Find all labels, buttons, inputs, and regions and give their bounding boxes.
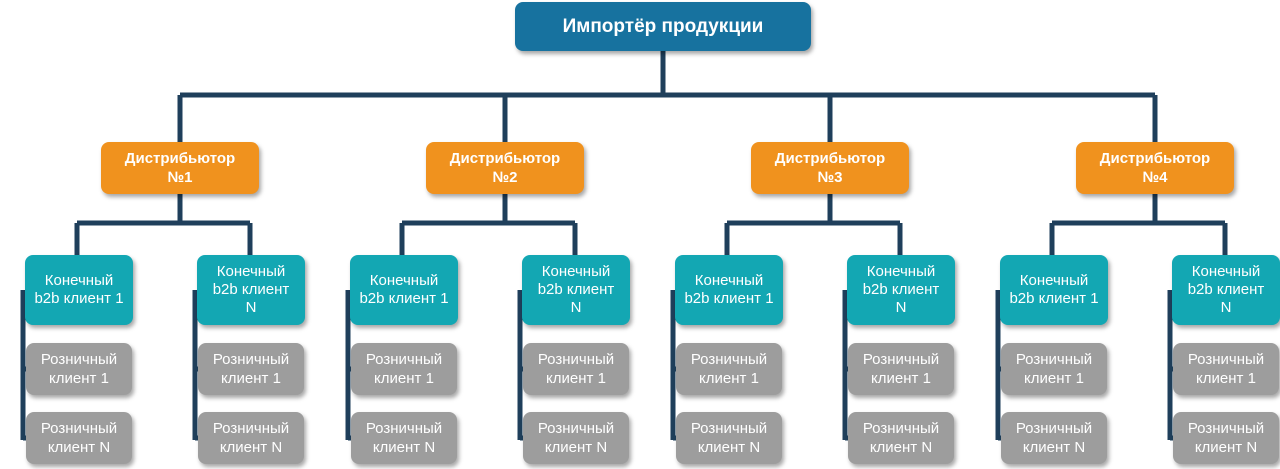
retail-client-node: Розничный клиент N [198, 412, 304, 464]
retail-client-node: Розничный клиент 1 [1173, 343, 1279, 395]
retail-client-node: Розничный клиент N [1173, 412, 1279, 464]
retail-client-node: Розничный клиент 1 [26, 343, 132, 395]
retail-client-node: Розничный клиент N [26, 412, 132, 464]
b2b-client-node: Конечный b2b клиент 1 [1000, 255, 1108, 325]
retail-client-node: Розничный клиент 1 [848, 343, 954, 395]
root-node-importer: Импортёр продукции [515, 2, 811, 51]
retail-client-node: Розничный клиент N [676, 412, 782, 464]
retail-client-node: Розничный клиент N [523, 412, 629, 464]
b2b-client-node: Конечный b2b клиент 1 [350, 255, 458, 325]
retail-client-node: Розничный клиент 1 [351, 343, 457, 395]
retail-client-node: Розничный клиент N [848, 412, 954, 464]
b2b-client-node: Конечный b2b клиент N [522, 255, 630, 325]
distributor-node-1: Дистрибьютор №1 [101, 142, 259, 194]
distributor-node-3: Дистрибьютор №3 [751, 142, 909, 194]
distributor-node-4: Дистрибьютор №4 [1076, 142, 1234, 194]
retail-client-node: Розничный клиент 1 [676, 343, 782, 395]
retail-client-node: Розничный клиент 1 [1001, 343, 1107, 395]
b2b-client-node: Конечный b2b клиент N [847, 255, 955, 325]
retail-client-node: Розничный клиент 1 [523, 343, 629, 395]
distributor-node-2: Дистрибьютор №2 [426, 142, 584, 194]
retail-client-node: Розничный клиент N [351, 412, 457, 464]
retail-client-node: Розничный клиент N [1001, 412, 1107, 464]
b2b-client-node: Конечный b2b клиент N [197, 255, 305, 325]
retail-client-node: Розничный клиент 1 [198, 343, 304, 395]
b2b-client-node: Конечный b2b клиент 1 [25, 255, 133, 325]
b2b-client-node: Конечный b2b клиент 1 [675, 255, 783, 325]
b2b-client-node: Конечный b2b клиент N [1172, 255, 1280, 325]
